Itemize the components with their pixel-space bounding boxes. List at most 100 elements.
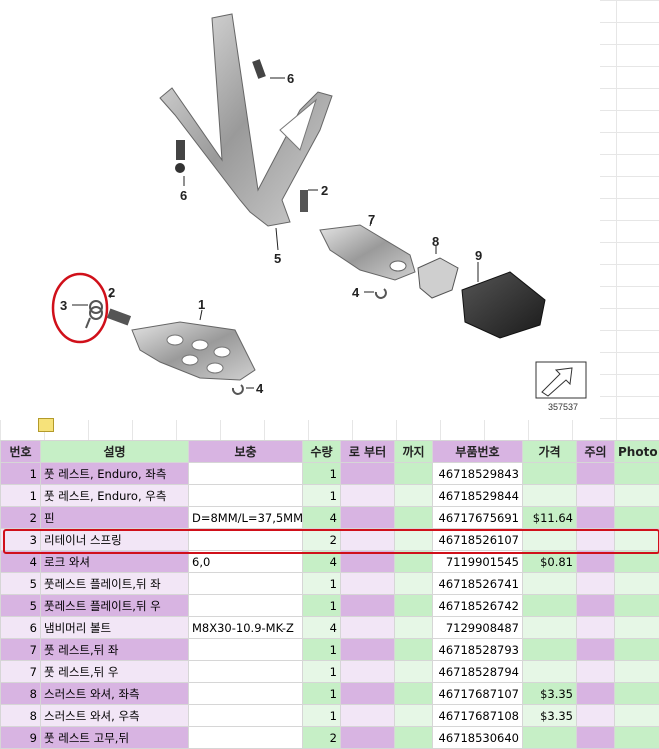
cell-price[interactable] [523,463,577,485]
cell-description[interactable]: 핀 [41,507,189,529]
cell-qty[interactable]: 1 [303,639,341,661]
cell-to[interactable] [395,727,433,749]
cell-supplement[interactable] [189,727,303,749]
cell-supplement[interactable] [189,661,303,683]
cell-supplement[interactable] [189,463,303,485]
cell-photo[interactable] [615,639,659,661]
cell-part-number[interactable]: 46718526107 [433,529,523,551]
cell-qty[interactable]: 1 [303,705,341,727]
cell-note[interactable] [577,573,615,595]
cell-note[interactable] [577,507,615,529]
cell-no[interactable]: 3 [1,529,41,551]
cell-note[interactable] [577,551,615,573]
cell-qty[interactable]: 4 [303,551,341,573]
cell-qty[interactable]: 2 [303,529,341,551]
cell-photo[interactable] [615,683,659,705]
cell-photo[interactable] [615,529,659,551]
cell-supplement[interactable] [189,705,303,727]
cell-to[interactable] [395,485,433,507]
cell-from[interactable] [341,573,395,595]
cell-supplement[interactable] [189,595,303,617]
cell-from[interactable] [341,463,395,485]
cell-from[interactable] [341,705,395,727]
cell-photo[interactable] [615,551,659,573]
cell-no[interactable]: 4 [1,551,41,573]
cell-from[interactable] [341,639,395,661]
cell-photo[interactable] [615,705,659,727]
cell-no[interactable]: 2 [1,507,41,529]
cell-note[interactable] [577,617,615,639]
cell-note[interactable] [577,661,615,683]
cell-no[interactable]: 1 [1,485,41,507]
cell-note[interactable] [577,463,615,485]
cell-qty[interactable]: 4 [303,617,341,639]
cell-qty[interactable]: 1 [303,595,341,617]
cell-photo[interactable] [615,485,659,507]
cell-part-number[interactable]: 46718528794 [433,661,523,683]
cell-no[interactable]: 6 [1,617,41,639]
cell-to[interactable] [395,529,433,551]
cell-supplement[interactable] [189,573,303,595]
cell-part-number[interactable]: 46717687107 [433,683,523,705]
cell-photo[interactable] [615,595,659,617]
cell-from[interactable] [341,661,395,683]
cell-part-number[interactable]: 46718529844 [433,485,523,507]
cell-to[interactable] [395,573,433,595]
cell-qty[interactable]: 1 [303,485,341,507]
cell-description[interactable]: 풋 레스트, Enduro, 우측 [41,485,189,507]
cell-description[interactable]: 풋레스트 플레이트,뒤 좌 [41,573,189,595]
cell-description[interactable]: 풋 레스트, Enduro, 좌측 [41,463,189,485]
cell-supplement[interactable] [189,639,303,661]
cell-description[interactable]: 풋레스트 플레이트,뒤 우 [41,595,189,617]
cell-price[interactable] [523,727,577,749]
cell-description[interactable]: 냄비머리 볼트 [41,617,189,639]
cell-description[interactable]: 풋 레스트,뒤 우 [41,661,189,683]
cell-qty[interactable]: 1 [303,463,341,485]
cell-note[interactable] [577,595,615,617]
cell-photo[interactable] [615,573,659,595]
cell-no[interactable]: 1 [1,463,41,485]
cell-supplement[interactable] [189,683,303,705]
cell-qty[interactable]: 2 [303,727,341,749]
cell-note[interactable] [577,639,615,661]
cell-price[interactable] [523,595,577,617]
cell-from[interactable] [341,551,395,573]
cell-description[interactable]: 풋 레스트 고무,뒤 [41,727,189,749]
cell-supplement[interactable]: D=8MM/L=37,5MM [189,507,303,529]
cell-to[interactable] [395,463,433,485]
cell-price[interactable] [523,573,577,595]
cell-qty[interactable]: 1 [303,661,341,683]
cell-part-number[interactable]: 46718530640 [433,727,523,749]
cell-photo[interactable] [615,617,659,639]
cell-description[interactable]: 리테이너 스프링 [41,529,189,551]
cell-note[interactable] [577,485,615,507]
cell-no[interactable]: 8 [1,683,41,705]
cell-part-number[interactable]: 46718529843 [433,463,523,485]
cell-supplement[interactable] [189,529,303,551]
cell-price[interactable]: $0.81 [523,551,577,573]
cell-photo[interactable] [615,463,659,485]
cell-from[interactable] [341,727,395,749]
cell-supplement[interactable]: 6,0 [189,551,303,573]
cell-no[interactable]: 5 [1,573,41,595]
cell-part-number[interactable]: 46718526741 [433,573,523,595]
cell-photo[interactable] [615,507,659,529]
cell-note[interactable] [577,705,615,727]
cell-description[interactable]: 스러스트 와셔, 우측 [41,705,189,727]
cell-to[interactable] [395,595,433,617]
cell-from[interactable] [341,595,395,617]
cell-price[interactable]: $3.35 [523,683,577,705]
cell-supplement[interactable] [189,485,303,507]
cell-price[interactable] [523,639,577,661]
cell-from[interactable] [341,507,395,529]
cell-no[interactable]: 9 [1,727,41,749]
cell-from[interactable] [341,617,395,639]
